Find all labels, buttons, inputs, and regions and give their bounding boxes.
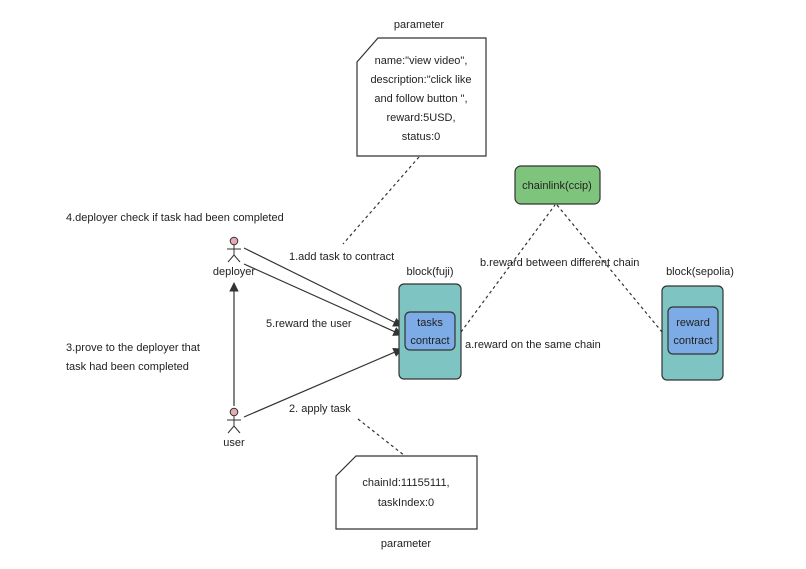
- edge-fuji-to-chainlink: [460, 204, 556, 333]
- user-label: user: [223, 437, 245, 449]
- block-fuji-label: block(fuji): [406, 266, 453, 278]
- param-top-line-1: name:"view video",: [375, 55, 468, 67]
- param-bottom-note: [335, 455, 478, 530]
- block-sepolia-label: block(sepolia): [666, 266, 734, 278]
- arrow-apply-task: [243, 348, 403, 418]
- arrow-reward-user: [243, 263, 403, 336]
- reward-contract-line1: reward: [676, 317, 710, 329]
- edge-b-label: b.reward between different chain: [480, 257, 639, 269]
- chainlink-ccip-box: [514, 165, 601, 205]
- param-bottom-connector: [357, 418, 406, 457]
- param-top-connector: [342, 156, 420, 245]
- reward-contract-line2: contract: [673, 335, 712, 347]
- step3-label-line1: 3.prove to the deployer that: [66, 342, 200, 354]
- step4-label: 4.deployer check if task had been comple…: [66, 212, 284, 224]
- deployer-actor-icon: [227, 236, 241, 263]
- chainlink-ccip-label: chainlink(ccip): [522, 180, 592, 192]
- param-top-line-4: reward:5USD,: [386, 112, 455, 124]
- param-top-title: parameter: [394, 19, 444, 31]
- deployer-label: deployer: [213, 266, 256, 278]
- step5-label: 5.reward the user: [266, 318, 352, 330]
- param-top-line-5: status:0: [402, 131, 441, 143]
- param-bottom-line-2: taskIndex:0: [378, 497, 434, 509]
- step3-label-line2: task had been completed: [66, 361, 189, 373]
- param-bottom-line-1: chainId:11155111,: [362, 477, 449, 489]
- step1-label: 1.add task to contract: [289, 251, 394, 263]
- edge-a-label: a.reward on the same chain: [465, 339, 601, 351]
- param-bottom-title: parameter: [381, 538, 431, 550]
- step2-label: 2. apply task: [289, 403, 351, 415]
- arrow-add-task: [243, 247, 403, 327]
- user-actor-icon: [227, 407, 241, 434]
- tasks-contract-line1: tasks: [417, 317, 443, 329]
- tasks-contract-box: [404, 311, 456, 351]
- reward-contract-box: [667, 306, 719, 355]
- param-top-line-3: and follow button ",: [374, 93, 467, 105]
- param-top-line-2: description:"click like: [370, 74, 471, 86]
- param-top-note: [356, 37, 487, 157]
- tasks-contract-line2: contract: [410, 335, 449, 347]
